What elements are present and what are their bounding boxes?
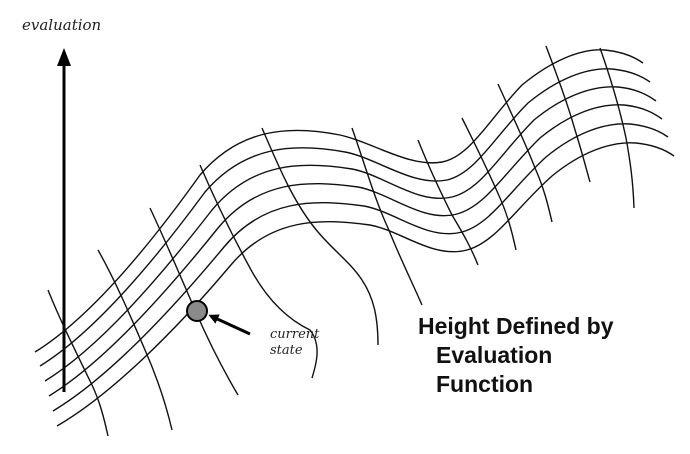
ridge-line — [44, 86, 657, 382]
cross-line — [461, 117, 517, 251]
cross-line — [417, 139, 479, 266]
cross-line — [97, 249, 173, 431]
caption-line-1: Height Defined by — [418, 313, 614, 339]
current-state-pointer-arrow — [208, 314, 251, 336]
ridge-line — [52, 123, 669, 412]
cross-line — [261, 127, 379, 346]
current-state-label: current state — [270, 327, 319, 359]
cross-line — [599, 47, 635, 209]
cross-line — [199, 164, 318, 379]
current-state-label-line2: state — [270, 343, 303, 358]
ridge-line — [34, 49, 644, 353]
diagram-caption: Height Defined by Evaluation Function — [418, 312, 614, 399]
ridge-line — [39, 68, 651, 367]
caption-line-3: Function — [436, 371, 534, 397]
cross-line — [47, 289, 109, 437]
cross-line — [497, 83, 553, 223]
caption-line-2: Evaluation — [436, 342, 553, 368]
landscape-ridge-lines — [34, 49, 675, 427]
current-state-label-line1: current — [270, 327, 320, 342]
current-state-marker — [186, 300, 208, 322]
evaluation-axis-label: evaluation — [22, 16, 102, 34]
cross-line — [351, 127, 423, 306]
landscape-cross-lines — [47, 45, 635, 437]
cross-line — [545, 45, 591, 183]
ridge-line — [48, 104, 663, 397]
evaluation-axis — [57, 48, 71, 392]
